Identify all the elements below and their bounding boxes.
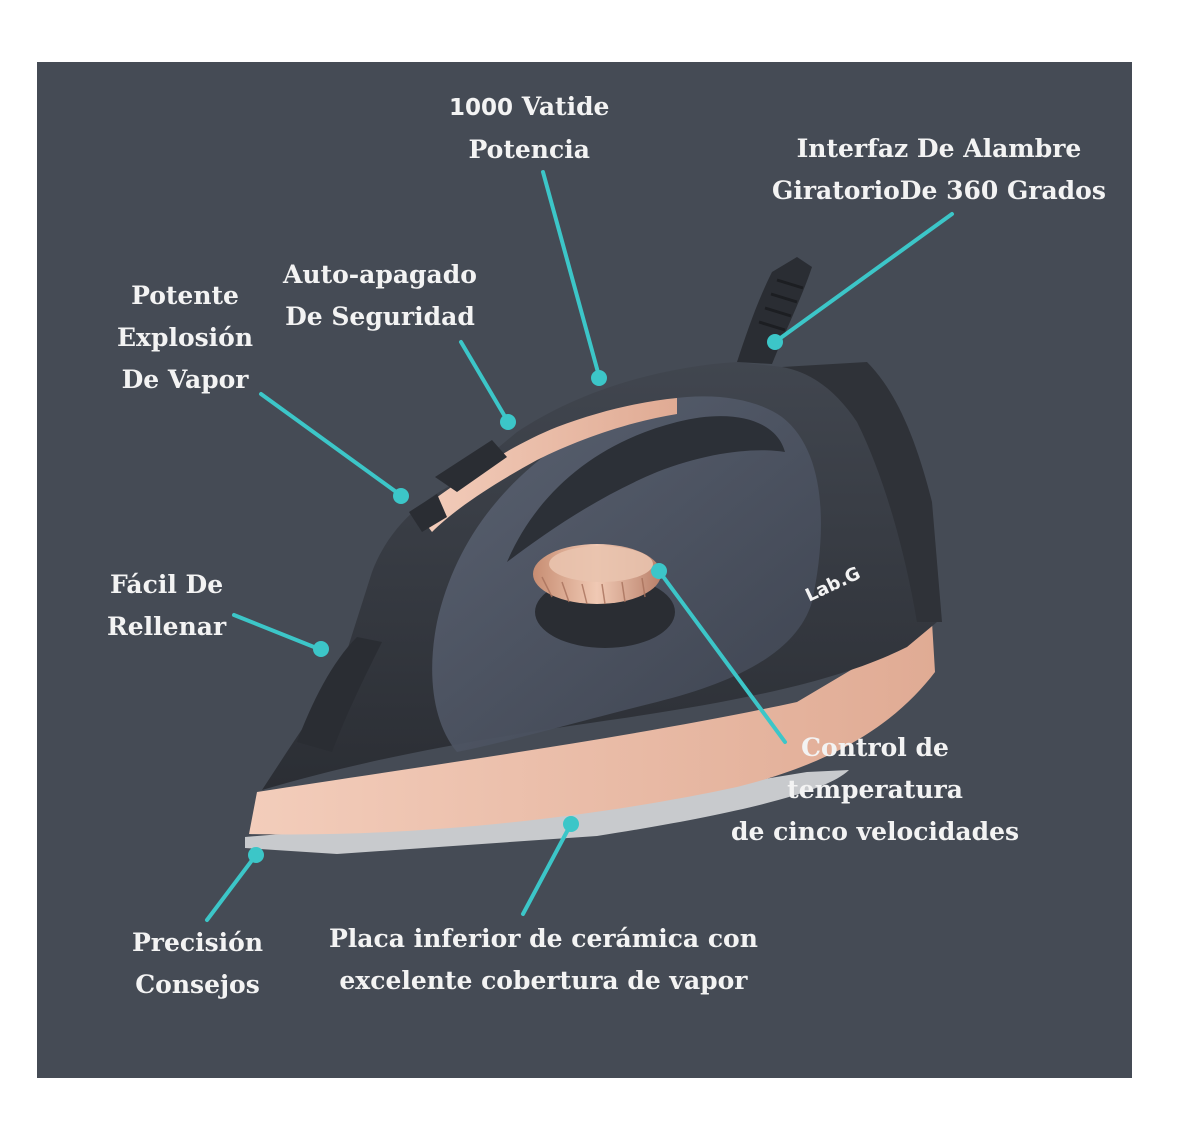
callout-lines [205, 170, 954, 922]
callout-auto-off: Auto-apagado De Seguridad [283, 260, 477, 331]
fill-nozzle [297, 637, 382, 752]
iron-icon [245, 257, 942, 854]
callout-dot-icon [393, 488, 409, 504]
callout-precision-tip: Precisión Consejos [132, 928, 264, 999]
callout-dot-icon [591, 370, 607, 386]
callout-dots [248, 334, 783, 863]
callout-dot-icon [500, 414, 516, 430]
callout-dot-icon [563, 816, 579, 832]
callout-dot-icon [651, 563, 667, 579]
callout-dot-icon [767, 334, 783, 350]
handle-opening [507, 416, 785, 562]
callout-temperature: Control de temperatura de cinco velocida… [731, 733, 1020, 846]
power-label: Potencia [468, 135, 590, 164]
steam-button [435, 440, 507, 492]
callout-dot-icon [248, 847, 264, 863]
callout-soleplate: Placa inferior de cerámica con excelente… [329, 924, 758, 995]
callout-steam-burst: Potente Explosión De Vapor [117, 281, 254, 394]
iron-illustration: Lab.G [205, 170, 954, 922]
power-unit: Vatide [521, 92, 610, 121]
spray-button [409, 494, 447, 532]
product-feature-panel: Lab.G 1000 Vatide Potencia Interfaz De A… [37, 62, 1132, 1078]
callout-dot-icon [313, 641, 329, 657]
rear-heel [782, 362, 942, 622]
power-watts: 1000 [449, 95, 514, 121]
rose-gold-skirt [249, 622, 935, 835]
callout-swivel-cord: Interfaz De Alambre GiratorioDe 360 Grad… [772, 134, 1106, 205]
callout-easy-fill: Fácil De Rellenar [107, 570, 227, 641]
callout-power: 1000 Vatide Potencia [449, 86, 609, 171]
